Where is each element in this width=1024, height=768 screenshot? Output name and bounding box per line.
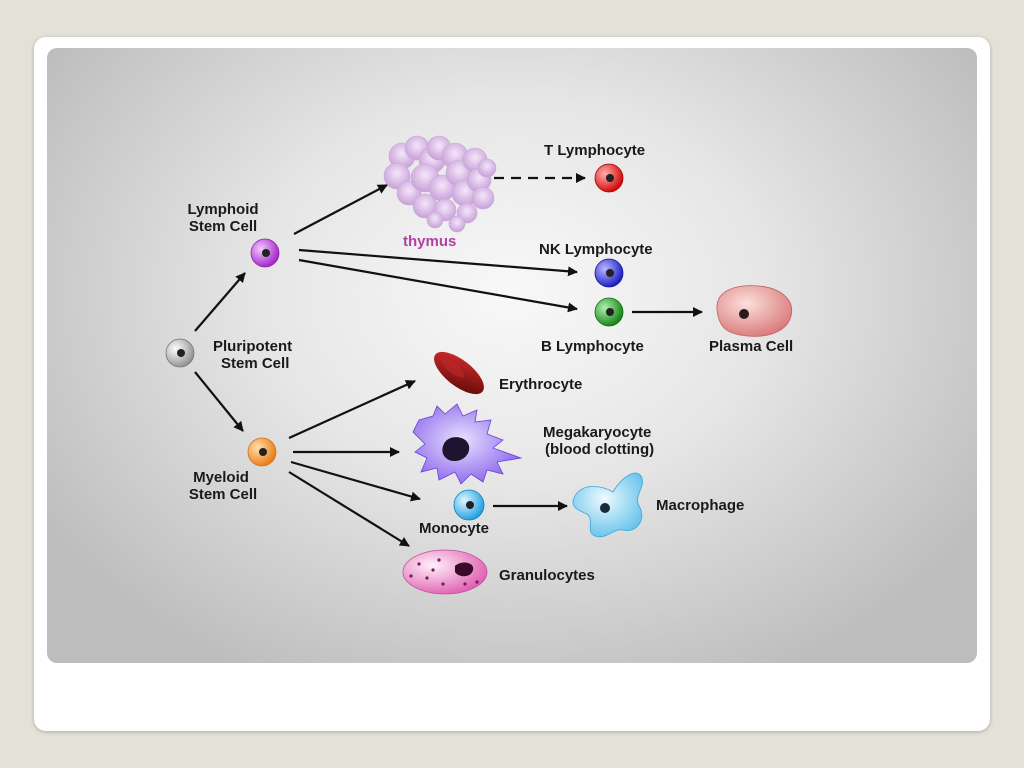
hematopoiesis-diagram: Lymphoid Stem Cell Pluripotent Stem Cell… [165, 135, 793, 595]
granulocyte-cell [402, 549, 488, 595]
label-lymphoid-line1: Lymphoid [187, 201, 258, 218]
erythrocyte-cell [434, 351, 484, 395]
arrow-myeloid-to-monocyte [290, 460, 421, 502]
diagram-panel: Lymphoid Stem Cell Pluripotent Stem Cell… [47, 48, 977, 663]
arrow-myeloid-to-granulocytes [288, 471, 410, 547]
myeloid-stem-cell [247, 437, 277, 467]
lymphoid-stem-cell [250, 238, 280, 268]
label-megakaryocyte-line1: Megakaryocyte [543, 424, 651, 441]
label-granulocytes: Granulocytes [499, 567, 595, 584]
plasma-cell [716, 285, 793, 337]
label-myeloid-line1: Myeloid [193, 469, 249, 486]
label-myeloid-line2: Stem Cell [189, 486, 257, 503]
macrophage-cell [572, 472, 643, 538]
label-erythrocyte: Erythrocyte [499, 376, 582, 393]
pluripotent-stem-cell [165, 338, 195, 368]
megakaryocyte-cell [412, 403, 523, 485]
label-megakaryocyte-line2: (blood clotting) [545, 441, 654, 458]
arrow-lymphoid-to-thymus [293, 184, 388, 235]
nk-lymphocyte-cell [594, 258, 624, 288]
b-lymphocyte-cell [594, 297, 624, 327]
label-plasma-cell: Plasma Cell [709, 338, 793, 355]
monocyte-cell [453, 489, 485, 521]
label-lymphoid-line2: Stem Cell [189, 218, 257, 235]
label-monocyte: Monocyte [419, 520, 489, 537]
arrow-myeloid-to-erythrocyte [288, 379, 416, 440]
arrow-pluripotent-to-myeloid [194, 371, 244, 432]
label-b-lymphocyte: B Lymphocyte [541, 338, 644, 355]
arrow-pluripotent-to-lymphoid [194, 272, 246, 332]
label-macrophage: Macrophage [656, 497, 744, 514]
label-thymus: thymus [403, 233, 456, 250]
arrow-lymphoid-to-b [298, 258, 578, 313]
t-lymphocyte-cell [594, 163, 624, 193]
label-nk-lymphocyte: NK Lymphocyte [539, 241, 653, 258]
thymus-organ [383, 135, 497, 233]
arrows [194, 173, 703, 547]
label-pluripotent-line1: Pluripotent [213, 338, 292, 355]
label-pluripotent-line2: Stem Cell [221, 355, 289, 372]
label-t-lymphocyte: T Lymphocyte [544, 142, 645, 159]
arrow-lymphoid-to-nk [298, 248, 578, 277]
